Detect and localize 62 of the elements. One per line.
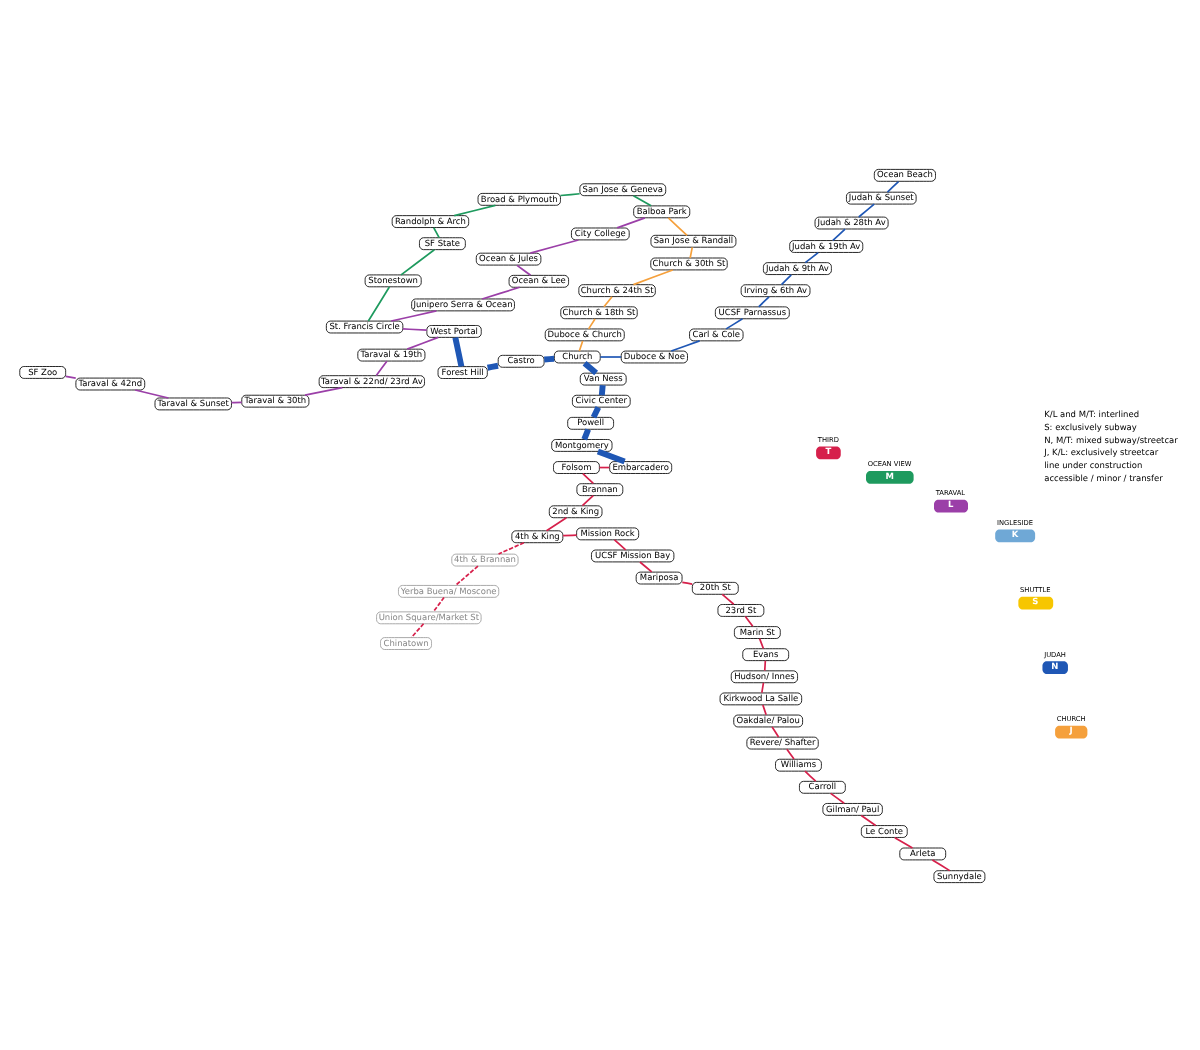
connector — [454, 564, 479, 586]
connector — [367, 285, 391, 321]
connector — [725, 317, 744, 329]
connector — [587, 317, 596, 329]
connector — [632, 193, 652, 206]
connector — [486, 361, 499, 370]
connector — [598, 384, 606, 395]
connector — [545, 515, 568, 531]
connector — [599, 355, 622, 357]
connector — [562, 533, 578, 536]
connector — [786, 747, 795, 759]
connector — [375, 359, 388, 376]
connector — [758, 636, 765, 649]
connector — [390, 309, 438, 321]
connector — [402, 327, 428, 330]
connector — [432, 595, 445, 612]
connector — [529, 238, 580, 253]
connector — [603, 294, 613, 307]
connector — [667, 216, 688, 236]
connector — [744, 614, 754, 627]
connector — [639, 560, 653, 572]
connector — [481, 285, 521, 299]
connector — [559, 191, 581, 196]
connector — [432, 225, 440, 238]
connector — [590, 405, 601, 418]
connector — [860, 813, 877, 826]
connector — [804, 769, 817, 781]
connector — [497, 540, 525, 554]
connector — [632, 268, 674, 285]
connector — [581, 427, 591, 440]
connector — [616, 216, 646, 228]
connector — [893, 835, 914, 848]
connector — [304, 385, 344, 396]
connector — [406, 335, 440, 349]
connector — [681, 580, 694, 584]
connector — [771, 725, 780, 737]
connector — [761, 681, 765, 693]
connector — [134, 388, 170, 398]
connector — [689, 245, 694, 258]
connector — [582, 359, 599, 375]
connector — [763, 658, 767, 671]
connector — [613, 538, 627, 550]
connector — [757, 295, 770, 307]
connector — [516, 263, 532, 276]
connector — [762, 703, 767, 715]
connector — [544, 354, 555, 362]
connector — [670, 339, 701, 351]
connector — [931, 858, 951, 871]
connector — [452, 335, 465, 367]
connector — [886, 179, 900, 192]
connector — [410, 621, 425, 638]
connector — [829, 791, 845, 804]
connector — [581, 493, 595, 506]
connector — [596, 447, 626, 464]
connector — [857, 202, 875, 217]
connector — [64, 374, 77, 378]
connector — [780, 272, 793, 285]
connector — [400, 247, 436, 275]
connector — [721, 592, 735, 605]
connector — [453, 203, 497, 216]
connector — [832, 227, 846, 241]
connector — [804, 250, 819, 263]
